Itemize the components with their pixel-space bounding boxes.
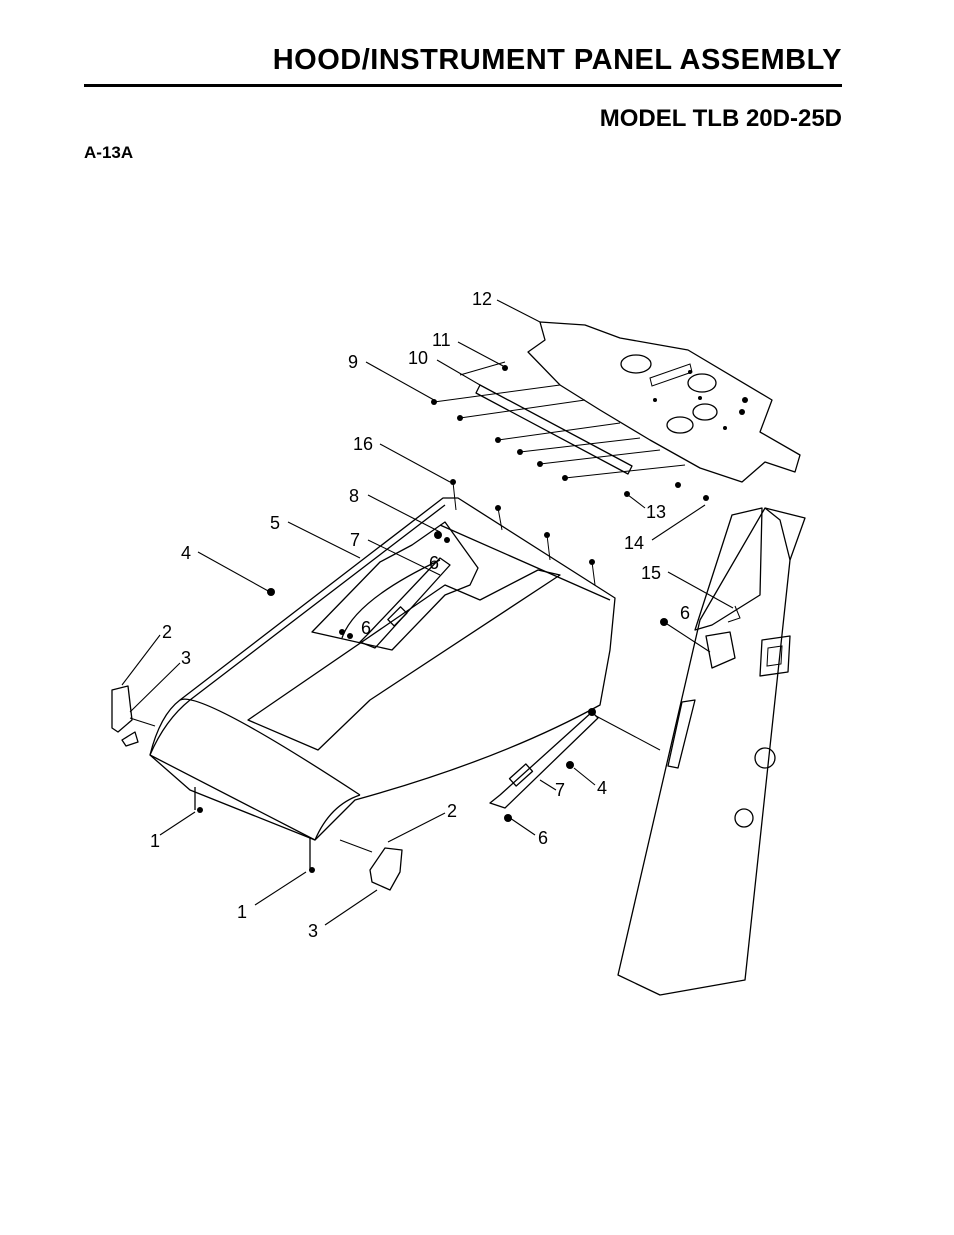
hood-latches <box>111 685 403 891</box>
callout-labels: 12 11 10 9 16 8 5 7 6 4 6 2 3 1 1 3 2 6 … <box>150 289 690 941</box>
callout-12: 12 <box>472 289 492 309</box>
leader-lines <box>121 299 734 926</box>
model-label: MODEL TLB 20D-25D <box>599 105 842 132</box>
callout-6a: 6 <box>429 553 439 573</box>
hood <box>149 497 616 870</box>
callout-9: 9 <box>348 352 358 372</box>
screws <box>431 365 709 501</box>
callout-15: 15 <box>641 563 661 583</box>
callout-6d: 6 <box>680 603 690 623</box>
callout-6b: 6 <box>361 618 371 638</box>
callout-3b: 3 <box>308 921 318 941</box>
callout-14: 14 <box>624 533 644 553</box>
callout-4a: 4 <box>181 543 191 563</box>
callout-8: 8 <box>349 486 359 506</box>
callout-10: 10 <box>408 348 428 368</box>
callout-1b: 1 <box>237 902 247 922</box>
callout-5: 5 <box>270 513 280 533</box>
mounting-bar <box>459 361 633 475</box>
instrument-panel <box>527 321 801 483</box>
callout-11: 11 <box>432 330 451 350</box>
callout-2a: 2 <box>162 622 172 642</box>
callout-4b: 4 <box>597 778 607 798</box>
callout-16: 16 <box>353 434 373 454</box>
page-title: HOOD/INSTRUMENT PANEL ASSEMBLY <box>272 44 842 76</box>
fasteners <box>197 479 668 873</box>
callout-1a: 1 <box>150 831 160 851</box>
side-panel <box>617 507 806 996</box>
title-rule <box>84 84 842 87</box>
callout-6c: 6 <box>538 828 548 848</box>
callout-7a: 7 <box>350 530 360 550</box>
callout-2b: 2 <box>447 801 457 821</box>
gas-springs <box>359 557 661 809</box>
callout-3a: 3 <box>181 648 191 668</box>
callout-13: 13 <box>646 502 666 522</box>
figure-reference: A-13A <box>84 143 134 162</box>
callout-7b: 7 <box>555 780 565 800</box>
